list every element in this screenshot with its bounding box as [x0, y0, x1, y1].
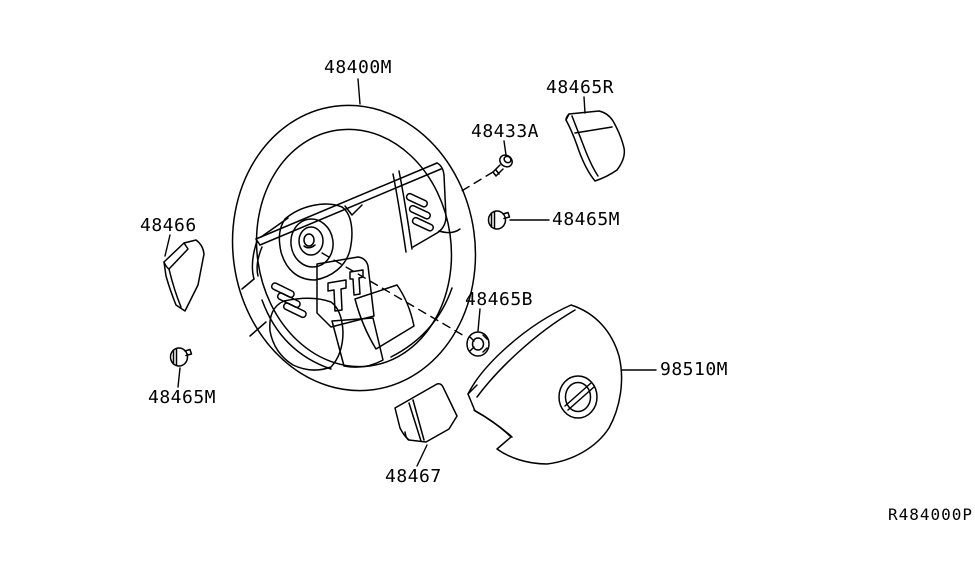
nissan-emblem-icon	[559, 376, 597, 418]
part-label-48433A[interactable]: 48433A	[471, 121, 540, 142]
trim-48465R-drawing	[566, 111, 624, 181]
airbag-module-drawing	[468, 305, 622, 464]
clip-48465M-right-drawing	[489, 211, 510, 229]
part-label-48465R[interactable]: 48465R	[546, 77, 615, 98]
trim-48466-drawing	[164, 240, 204, 311]
clip-48465M-left-drawing	[171, 348, 192, 366]
steering-wheel-drawing	[214, 90, 493, 407]
part-label-48467[interactable]: 48467	[385, 466, 442, 487]
part-label-48466[interactable]: 48466	[140, 215, 197, 236]
part-label-48465M-left[interactable]: 48465M	[148, 387, 217, 408]
diagram-ref-code: R484000P	[888, 505, 974, 524]
trim-48467-drawing	[395, 384, 457, 442]
part-label-48465B[interactable]: 48465B	[465, 289, 534, 310]
assembly-dashed-lines	[322, 172, 493, 337]
leader-lines	[165, 79, 656, 466]
screw-48433A-drawing	[493, 153, 514, 176]
part-label-48465M-right[interactable]: 48465M	[552, 209, 621, 230]
clip-48465B-drawing	[467, 332, 489, 356]
part-label-48400M[interactable]: 48400M	[324, 57, 393, 78]
part-label-98510M[interactable]: 98510M	[660, 359, 729, 380]
